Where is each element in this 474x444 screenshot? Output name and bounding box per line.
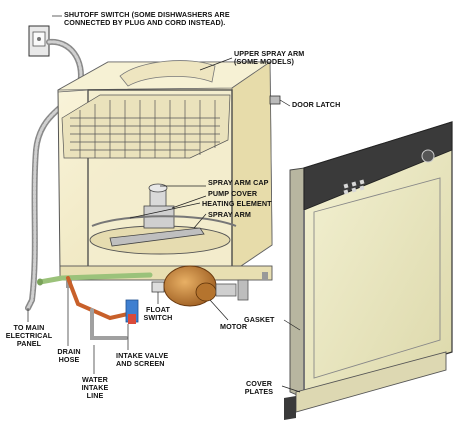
control-panel xyxy=(303,121,453,211)
electrical-box xyxy=(28,25,50,57)
door-latch-part xyxy=(269,95,281,105)
motor-part xyxy=(163,265,249,307)
float-switch-part xyxy=(151,281,165,293)
pump-cover-label: PUMP COVER xyxy=(208,189,258,198)
spray-arm-cap-label: SPRAY ARM CAP xyxy=(208,178,269,187)
upper-spray-arm-label: UPPER SPRAY ARM(SOME MODELS) xyxy=(234,49,305,66)
gasket-label: GASKET xyxy=(244,315,275,324)
door-panel xyxy=(284,121,453,420)
intake-valve xyxy=(125,299,139,324)
leader-lines xyxy=(27,15,301,393)
motor-label: MOTOR xyxy=(220,322,248,331)
upper-rack xyxy=(61,94,231,159)
door-latch-label: DOOR LATCH xyxy=(292,100,341,109)
water-pipe xyxy=(37,272,153,285)
spray-arm-assembly xyxy=(89,183,237,255)
water-intake-line-pipe xyxy=(90,308,128,340)
spray-arm-label: SPRAY ARM xyxy=(208,210,251,219)
heating-element-label: HEATING ELEMENT xyxy=(202,199,272,208)
drain-hose xyxy=(66,276,130,321)
